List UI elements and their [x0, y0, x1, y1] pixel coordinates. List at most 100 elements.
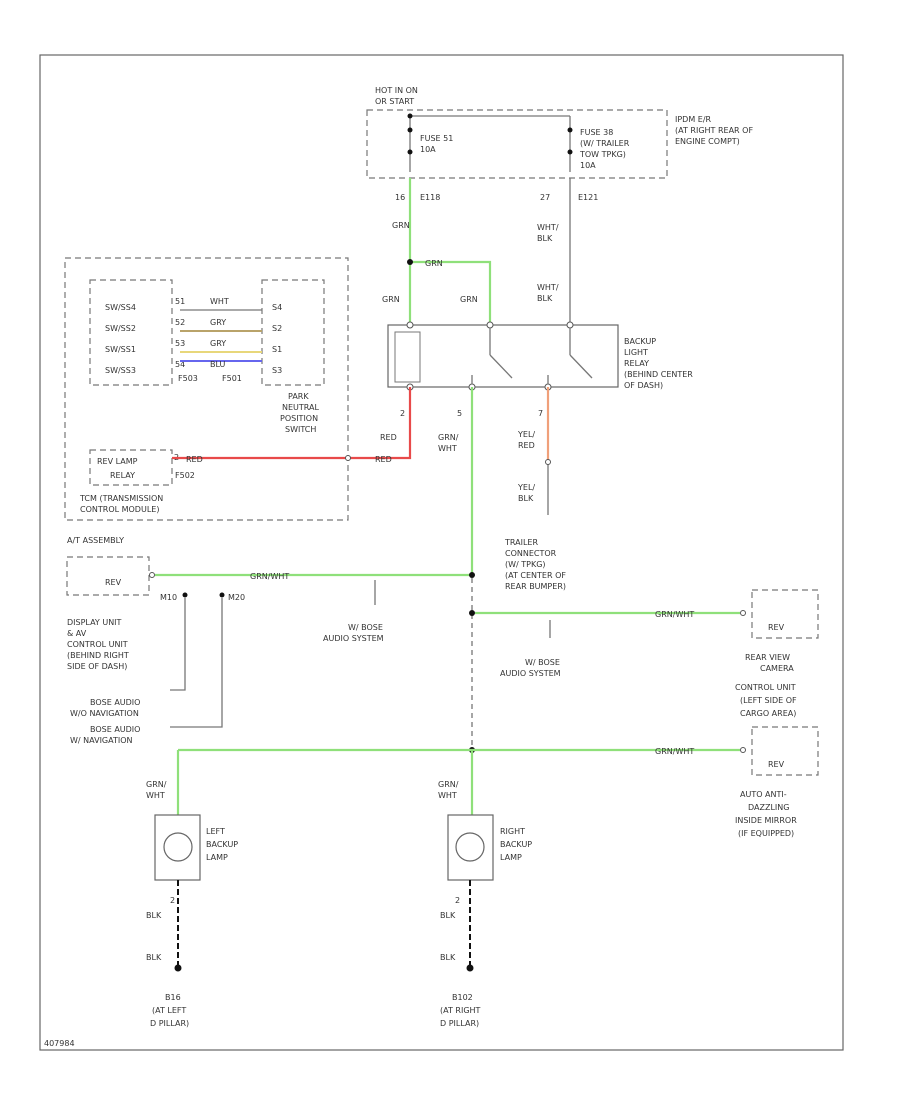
camera-splice: [469, 610, 475, 616]
camera-rev-terminal: [740, 610, 746, 616]
blu-label: BLU: [210, 360, 226, 369]
fuse-51-label: FUSE 51: [420, 134, 453, 143]
bus-junction-left: [407, 113, 413, 119]
tcm-section: SW/SS4 SW/SS2 SW/SS1 SW/SS3 51 52 53 54 …: [64, 257, 349, 521]
display-splice: [469, 572, 475, 578]
wht-blk-label-2b: BLK: [537, 294, 553, 303]
relay-pin-5-num: 5: [457, 409, 462, 418]
yel-red-label-a: YEL/: [517, 430, 535, 439]
hot-label-2: OR START: [375, 97, 414, 106]
display-desc-5: SIDE OF DASH): [67, 662, 127, 671]
display-unit-box: [66, 556, 150, 596]
s1-label: S1: [272, 345, 282, 354]
left-ground-dot: [174, 964, 182, 972]
mirror-label-2: DAZZLING: [748, 803, 789, 812]
fuse-38-rating: 10A: [580, 161, 596, 170]
mirror-label-3: INSIDE MIRROR: [735, 816, 797, 825]
bose-w-nav-lead: [170, 598, 223, 728]
w-bose-2b: AUDIO SYSTEM: [500, 669, 561, 678]
right-ground-label-2: (AT RIGHT: [440, 1006, 481, 1015]
fuse-38-top-dot: [567, 127, 573, 133]
pin-53: 53: [175, 339, 185, 348]
grn-splice: [407, 259, 413, 265]
trailer-label-1: TRAILER: [504, 538, 538, 547]
pin-52: 52: [175, 318, 185, 327]
pin-27: 27: [540, 193, 550, 202]
display-rev-label: REV: [105, 578, 122, 587]
s3-label: S3: [272, 366, 282, 375]
display-unit-section: A/T ASSEMBLY REV GRN/WHT W/ BOSE AUDIO S…: [66, 536, 475, 745]
left-lamp-label-2: BACKUP: [206, 840, 238, 849]
display-desc-3: CONTROL UNIT: [67, 640, 128, 649]
right-bulb-icon: [455, 832, 485, 862]
right-lamp-label-2: BACKUP: [500, 840, 532, 849]
left-lamp-box: [154, 814, 201, 881]
left-blk-label-1: BLK: [146, 911, 162, 920]
relay-switch-1-arm: [489, 354, 513, 379]
left-ground-label-1: B16: [165, 993, 181, 1002]
pin-m20-dot: [219, 592, 225, 598]
bose-w-nav-2: W/ NAVIGATION: [70, 736, 133, 745]
grn-label-3: GRN: [382, 295, 400, 304]
relay-pin-1: [406, 321, 414, 329]
relay-label-1: BACKUP: [624, 337, 656, 346]
left-lamp-section: GRN/ WHT LEFT BACKUP LAMP 2 BLK BLK B16 …: [146, 750, 238, 1028]
trailer-label-2: CONNECTOR: [505, 549, 557, 558]
mirror-section: GRN/WHT REV AUTO ANTI- DAZZLING INSIDE M…: [178, 726, 819, 838]
pnp-label-3: POSITION: [280, 414, 318, 423]
camera-box: [751, 589, 819, 639]
f502-label: F502: [175, 471, 195, 480]
right-ground-label-3: D PILLAR): [440, 1019, 479, 1028]
red-label-1: RED: [380, 433, 397, 442]
tcm-label-1: TCM (TRANSMISSION: [79, 494, 163, 503]
left-blk-label-2: BLK: [146, 953, 162, 962]
centre-trunk: W/ BOSE AUDIO SYSTEM: [469, 578, 561, 753]
trailer-inline-connector: [545, 459, 551, 465]
tcm-label-2: CONTROL MODULE): [80, 505, 159, 514]
camera-label-1: REAR VIEW: [745, 653, 790, 662]
diagram-code: 407984: [44, 1039, 75, 1048]
pin-m10: M10: [160, 593, 177, 602]
camera-label-3: CONTROL UNIT: [735, 683, 796, 692]
grn-label-2: GRN: [425, 259, 443, 268]
gry-label: GRY: [210, 318, 226, 327]
wht-blk-label-1b: BLK: [537, 234, 553, 243]
right-ground-label-1: B102: [452, 993, 473, 1002]
brn-label: GRY: [210, 339, 226, 348]
wht-blk-label-1a: WHT/: [537, 223, 559, 232]
grn-wht-label-b: WHT: [438, 444, 457, 453]
ipdm-box: [366, 109, 668, 179]
grn-wire-branch: [410, 260, 492, 325]
rev-lamp-box: [89, 449, 173, 486]
backup-light-relay: BACKUP LIGHT RELAY (BEHIND CENTER OF DAS…: [387, 321, 693, 418]
fuse-51-top-dot: [407, 127, 413, 133]
camera-label-4: (LEFT SIDE OF: [740, 696, 797, 705]
bose-wo-nav-1: BOSE AUDIO: [90, 698, 140, 707]
rev-lamp-label-2: RELAY: [110, 471, 135, 480]
camera-label-2: CAMERA: [760, 664, 794, 673]
connector-e118: E118: [420, 193, 440, 202]
yel-blk-label-b: BLK: [518, 494, 534, 503]
camera-label-5: CARGO AREA): [740, 709, 796, 718]
relay-pin-6: [566, 321, 574, 329]
red-wire-relay-side: [348, 387, 412, 460]
w-bose-1b: AUDIO SYSTEM: [323, 634, 384, 643]
connector-e121: E121: [578, 193, 598, 202]
relay-coil: [394, 331, 421, 383]
rev-lamp-label-1: REV LAMP: [97, 457, 138, 466]
grn-label-4: GRN: [460, 295, 478, 304]
ipdm-location-3: ENGINE COMPT): [675, 137, 740, 146]
right-lamp-pin: 2: [455, 896, 460, 905]
mirror-box: [751, 726, 819, 776]
pin-51: 51: [175, 297, 185, 306]
relay-label-5: OF DASH): [624, 381, 663, 390]
red-wire-group: RED RED RED: [172, 387, 412, 464]
pin-54: 54: [175, 360, 185, 369]
right-blk-label-2: BLK: [440, 953, 456, 962]
s4-label: S4: [272, 303, 282, 312]
grn-feed-wires: GRN GRN GRN GRN WHT/ BLK WHT/ BLK: [382, 178, 571, 325]
right-ground-dot: [466, 964, 474, 972]
pnp-label-2: NEUTRAL: [282, 403, 319, 412]
display-desc-4: (BEHIND RIGHT: [67, 651, 129, 660]
